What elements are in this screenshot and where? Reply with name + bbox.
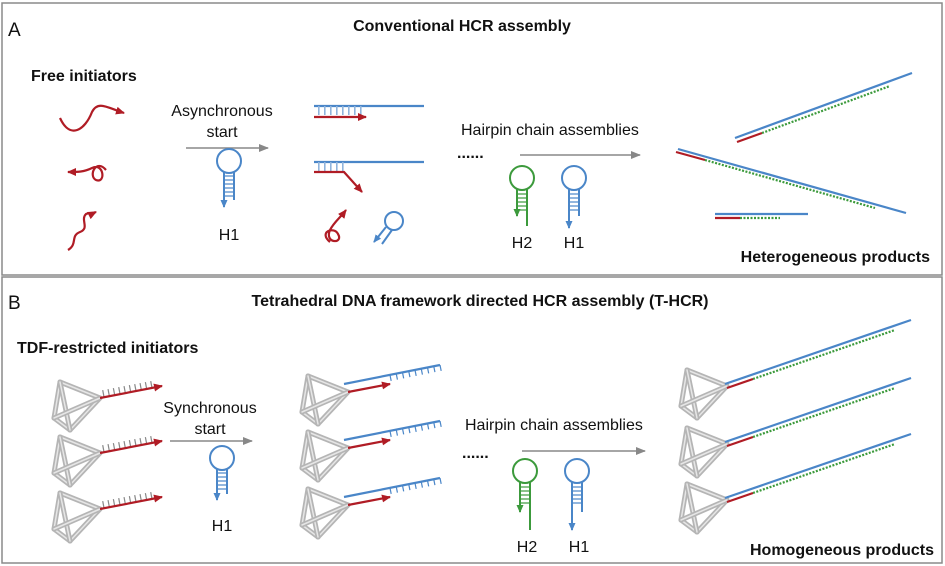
tdf-duplex-strand — [343, 363, 442, 394]
asynchronous-start-label-line2: start — [206, 124, 238, 141]
dots-b: ...... — [462, 445, 489, 462]
tdf-initiators-label: TDF-restricted initiators — [17, 340, 198, 357]
tetrahedron-icon — [299, 373, 351, 427]
panel-a-title: Conventional HCR assembly — [353, 18, 571, 35]
tdf-duplex-strand — [343, 476, 442, 507]
heterogeneous-products-label: Heterogeneous products — [741, 249, 930, 266]
tdf-duplex-strand — [343, 419, 442, 450]
tdf-initiator-strand — [99, 436, 163, 455]
panel-a-border — [1, 2, 943, 276]
product-long-upper — [734, 71, 913, 144]
initiator-duplex-a-1 — [314, 104, 424, 121]
product-long-diagonal — [675, 147, 907, 215]
tetrahedron-icon — [678, 367, 730, 421]
panel-a-letter: A — [8, 20, 21, 41]
tetrahedron-icon — [51, 434, 103, 488]
dots-a: ...... — [457, 145, 484, 162]
homogeneous-products-label: Homogeneous products — [750, 542, 934, 559]
synchronous-start-label-line2: start — [194, 421, 226, 438]
h1b-label-b: H1 — [569, 539, 590, 556]
h1b-label-a: H1 — [564, 235, 585, 252]
asynchronous-start-label-line1: Asynchronous — [171, 103, 272, 120]
h2-label-b: H2 — [517, 539, 538, 556]
product-short — [715, 212, 808, 220]
tetrahedron-icon — [51, 379, 103, 433]
tdf-initiators-group — [51, 379, 163, 544]
panel-b-border — [1, 276, 943, 564]
h1-label-b: H1 — [212, 518, 233, 535]
h1-label-a: H1 — [219, 227, 240, 244]
h2-label-a: H2 — [512, 235, 533, 252]
homogeneous-product-strand — [724, 432, 912, 504]
tetrahedron-icon — [299, 486, 351, 540]
panel-b-title: Tetrahedral DNA framework directed HCR a… — [252, 293, 709, 310]
free-initiator-squiggle-3 — [67, 210, 97, 251]
free-initiator-squiggle-1 — [58, 104, 125, 132]
h1-hairpin-b — [209, 445, 235, 501]
tetrahedron-icon — [678, 481, 730, 535]
h2-hairpin-a — [509, 165, 535, 226]
released-initiator-squiggle — [324, 209, 347, 243]
homogeneous-product-strand — [724, 318, 912, 390]
tetrahedron-icon — [678, 425, 730, 479]
h1b-hairpin-b — [564, 458, 590, 531]
tdf-products-group — [678, 318, 912, 535]
homogeneous-product-strand — [724, 376, 912, 448]
h2-hairpin-b — [512, 458, 538, 530]
tetrahedron-icon — [299, 429, 351, 483]
tdf-initiator-strand — [99, 492, 163, 511]
initiator-duplex-a-2 — [314, 160, 424, 193]
tdf-duplex-group — [299, 363, 442, 540]
tdf-initiator-strand — [99, 381, 163, 400]
free-initiator-squiggle-2 — [67, 164, 107, 182]
free-initiators-label: Free initiators — [31, 68, 137, 85]
hairpin-chain-label-b: Hairpin chain assemblies — [465, 417, 643, 434]
h1b-hairpin-a — [561, 165, 587, 229]
panel-b-letter: B — [8, 293, 21, 314]
synchronous-start-label-line1: Synchronous — [163, 400, 256, 417]
h1-hairpin-a — [216, 148, 242, 208]
tetrahedron-icon — [51, 490, 103, 544]
hairpin-chain-label-a: Hairpin chain assemblies — [461, 122, 639, 139]
released-h1-hairpin — [373, 211, 404, 245]
